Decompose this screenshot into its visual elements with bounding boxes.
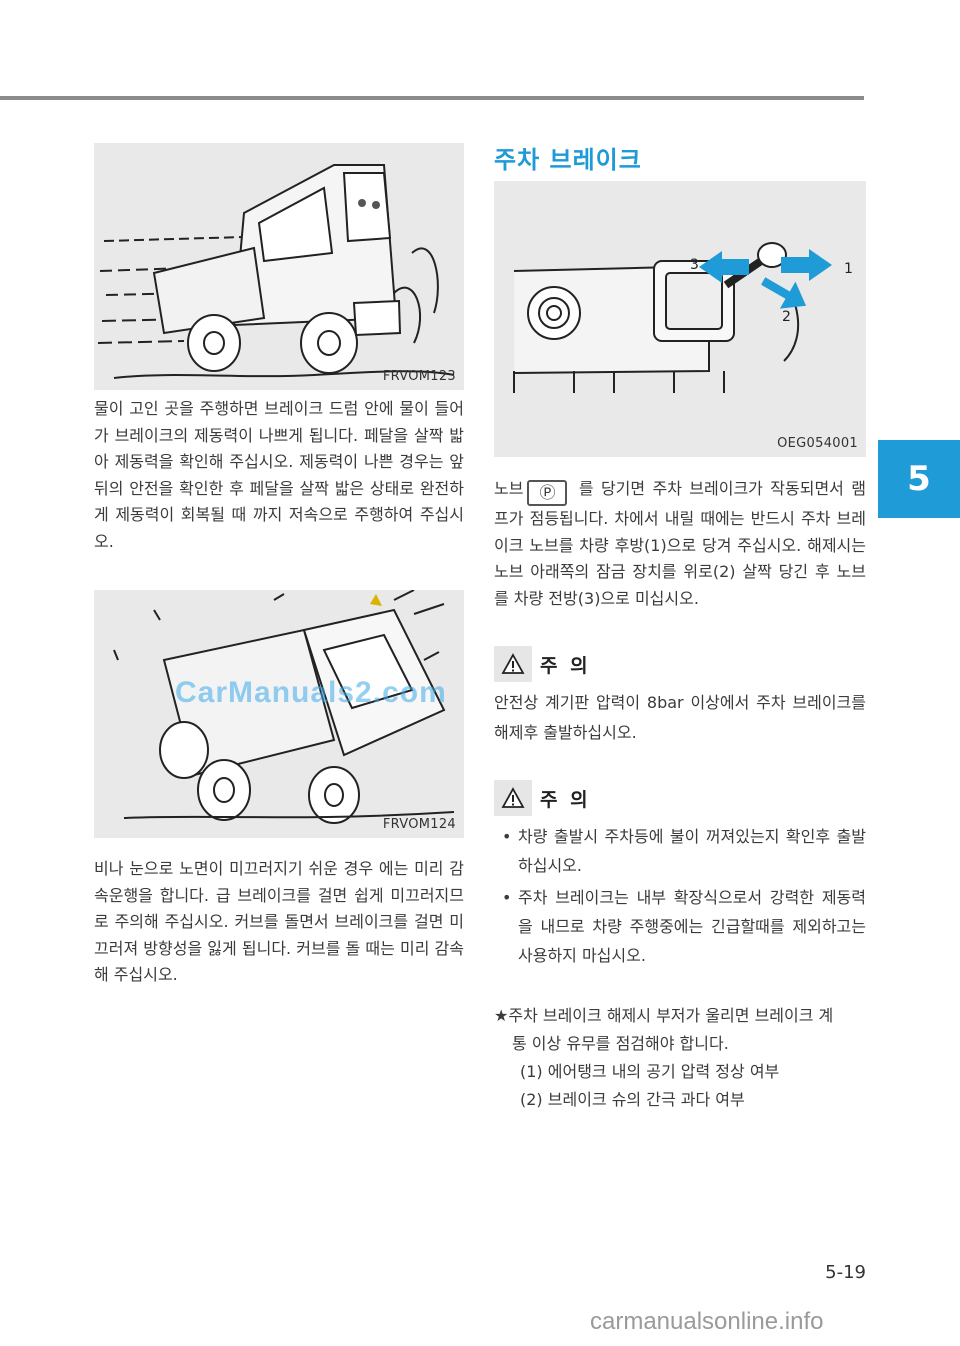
warning-triangle-icon <box>494 780 532 816</box>
section-title: 주차 브레이크 <box>494 146 642 174</box>
parking-brake-paragraph: 노브 Ⓟ 를 당기면 주차 브레이크가 작동되면서 램프가 점등됩니다. 차에서 … <box>494 476 866 612</box>
truck-water-drawing <box>97 164 455 379</box>
caution-label: 주 의 <box>540 654 591 677</box>
callout-3: 3 <box>690 257 699 273</box>
note-item: (2) 브레이크 슈의 간극 과다 여부 <box>520 1090 745 1109</box>
knob-symbol: Ⓟ <box>539 483 556 502</box>
parking-knob-icon: Ⓟ <box>527 480 568 507</box>
callout-2: 2 <box>782 309 791 325</box>
figure-code: OEG054001 <box>777 436 858 451</box>
figure-code: FRVOM123 <box>382 369 456 384</box>
note-line: 통 이상 유무를 점검해야 합니다. <box>512 1034 729 1053</box>
para-rest: 를 당기면 주차 브레이크가 작동되면서 램프가 점등됩니다. 차에서 내릴 때… <box>494 479 866 608</box>
warning-triangle-icon <box>494 646 532 682</box>
slippery-road-paragraph: 비나 눈으로 노면이 미끄러지기 쉬운 경우 에는 미리 감속운행을 합니다. … <box>94 859 464 984</box>
truck-water-illustration: FRVOM123 <box>94 143 464 390</box>
caution-list: 차량 출발시 주차등에 불이 꺼져있는지 확인후 출발 하십시오. 주차 브레이… <box>494 822 866 973</box>
figure-code: FRVOM124 <box>382 817 456 832</box>
truck-skid-drawing <box>113 590 455 824</box>
water-paragraph: 물이 고인 곳을 주행하면 브레이크 드럼 안에 물이 들어가 브레이크의 제동… <box>94 399 464 551</box>
caution-text-1: 안전상 계기판 압력이 8bar 이상에서 주차 브레이크를 해제후 출발하십시… <box>494 693 866 742</box>
caution-item: 차량 출발시 주차등에 불이 꺼져있는지 확인후 출발 하십시오. <box>494 822 866 880</box>
note-line: ★주차 브레이크 해제시 부저가 울리면 브레이크 계 <box>494 1006 834 1025</box>
page-number: 5-19 <box>825 1262 866 1283</box>
chapter-tab: 5 <box>878 440 960 518</box>
watermark: CarManuals2.com <box>175 676 447 709</box>
caution-label: 주 의 <box>540 788 591 811</box>
caution-header-2: 주 의 <box>494 780 591 816</box>
callout-1: 1 <box>844 261 853 277</box>
para-prefix: 노브 <box>494 479 524 498</box>
parking-brake-illustration: 1 2 3 OEG054001 <box>494 181 866 457</box>
caution-item: 주차 브레이크는 내부 확장식으로서 강력한 제동력을 내므로 차량 주행중에는… <box>494 883 866 970</box>
top-rule <box>0 96 864 100</box>
caution-header-1: 주 의 <box>494 646 591 682</box>
parking-brake-drawing: 1 2 3 <box>513 242 853 393</box>
note-item: (1) 에어탱크 내의 공기 압력 정상 여부 <box>520 1062 780 1081</box>
truck-skid-illustration: FRVOM124 <box>94 590 464 838</box>
brake-check-note: ★주차 브레이크 해제시 부저가 울리면 브레이크 계 통 이상 유무를 점검해… <box>494 1002 866 1114</box>
footer-watermark: carmanualsonline.info <box>590 1308 824 1335</box>
